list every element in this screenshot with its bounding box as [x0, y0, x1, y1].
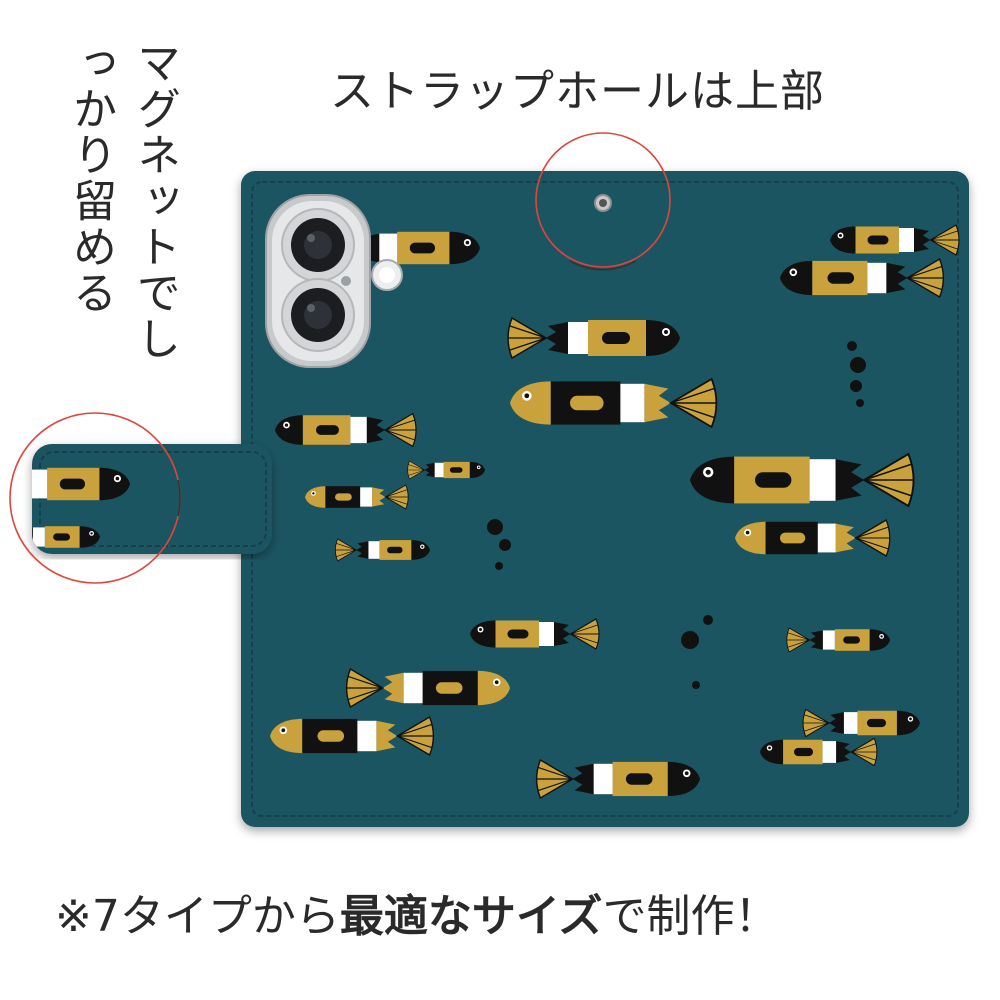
fish-illustration: [270, 715, 435, 757]
fish-illustration: [32, 526, 100, 548]
dual-camera-module-icon: [265, 194, 403, 368]
fish-illustration: [786, 627, 890, 653]
case-cover: [241, 171, 969, 827]
fish-illustration: [507, 316, 680, 360]
size-caption-bold-optimal: 最適な: [339, 891, 472, 942]
size-caption-prefix: ※7タイプから: [55, 891, 340, 942]
strap-hole-icon: [594, 194, 612, 212]
fish-illustration: [690, 452, 915, 508]
magnetic-flap: [32, 444, 272, 554]
flap-fish-pattern: [32, 467, 130, 548]
bubbles: [487, 341, 866, 689]
strap-hole-highlight: [535, 132, 671, 268]
magnet-caption: マグネットでしっかり留める: [65, 40, 180, 362]
fish-illustration: [32, 467, 130, 501]
case-fish-pattern: [270, 224, 960, 800]
strap-hole-caption: ストラップホールは上部: [330, 66, 825, 117]
fish-illustration: [780, 257, 945, 299]
fish-illustration: [535, 758, 700, 800]
fish-illustration: [470, 618, 600, 650]
fish-illustration: [735, 519, 891, 557]
fish-illustration: [830, 224, 960, 256]
fish-illustration: [802, 708, 920, 738]
size-caption-bold-size: サイズ: [471, 891, 603, 942]
fish-illustration: [305, 484, 409, 510]
fish-illustration: [407, 460, 485, 480]
fish-illustration: [334, 538, 430, 562]
size-caption-suffix: で制作！: [602, 891, 779, 942]
fish-illustration: [345, 667, 510, 709]
fish-illustration: [275, 412, 417, 448]
fish-illustration: [760, 737, 878, 767]
size-caption: ※7タイプから最適なサイズで制作！: [55, 880, 779, 944]
fish-illustration: [510, 377, 718, 429]
